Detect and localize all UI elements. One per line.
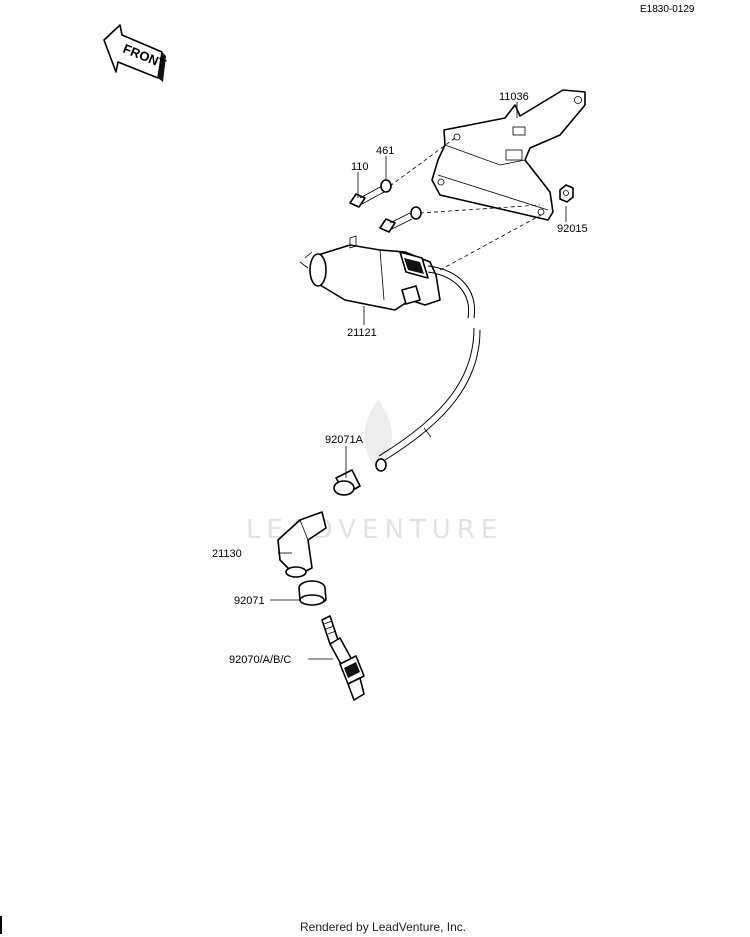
edge-marker (0, 916, 2, 934)
leader-lines (270, 102, 567, 660)
ignition-coil-part (299, 235, 441, 311)
high-tension-lead (375, 265, 481, 472)
label-plug-cap: 21130 (212, 548, 242, 560)
spark-plug-part (321, 615, 365, 701)
label-lead-cap: 92071A (325, 434, 364, 446)
plug-seal-part (298, 580, 327, 606)
part-labels: 11036 461 110 92015 21121 92071A 21130 9… (212, 91, 588, 666)
label-plug-seal: 92071 (234, 595, 265, 607)
reference-code: E1830-0129 (640, 4, 695, 15)
label-nut: 92015 (557, 223, 588, 235)
label-ignition-coil: 21121 (347, 327, 377, 339)
label-bracket: 11036 (499, 91, 529, 103)
washer-part (380, 179, 422, 220)
footer-credit: Rendered by LeadVenture, Inc. (300, 920, 466, 934)
label-bolt: 110 (351, 161, 369, 173)
label-spark-plug: 92070/A/B/C (229, 654, 291, 666)
nut-part (559, 184, 574, 203)
front-arrow-icon: FRONT (103, 24, 168, 82)
plug-cap-part (277, 511, 327, 578)
lead-cap-part (333, 469, 361, 496)
bolt-part (349, 185, 413, 233)
label-washer: 461 (376, 145, 394, 157)
bracket-part (431, 89, 586, 221)
watermark: LEADVENTURE (246, 400, 497, 545)
